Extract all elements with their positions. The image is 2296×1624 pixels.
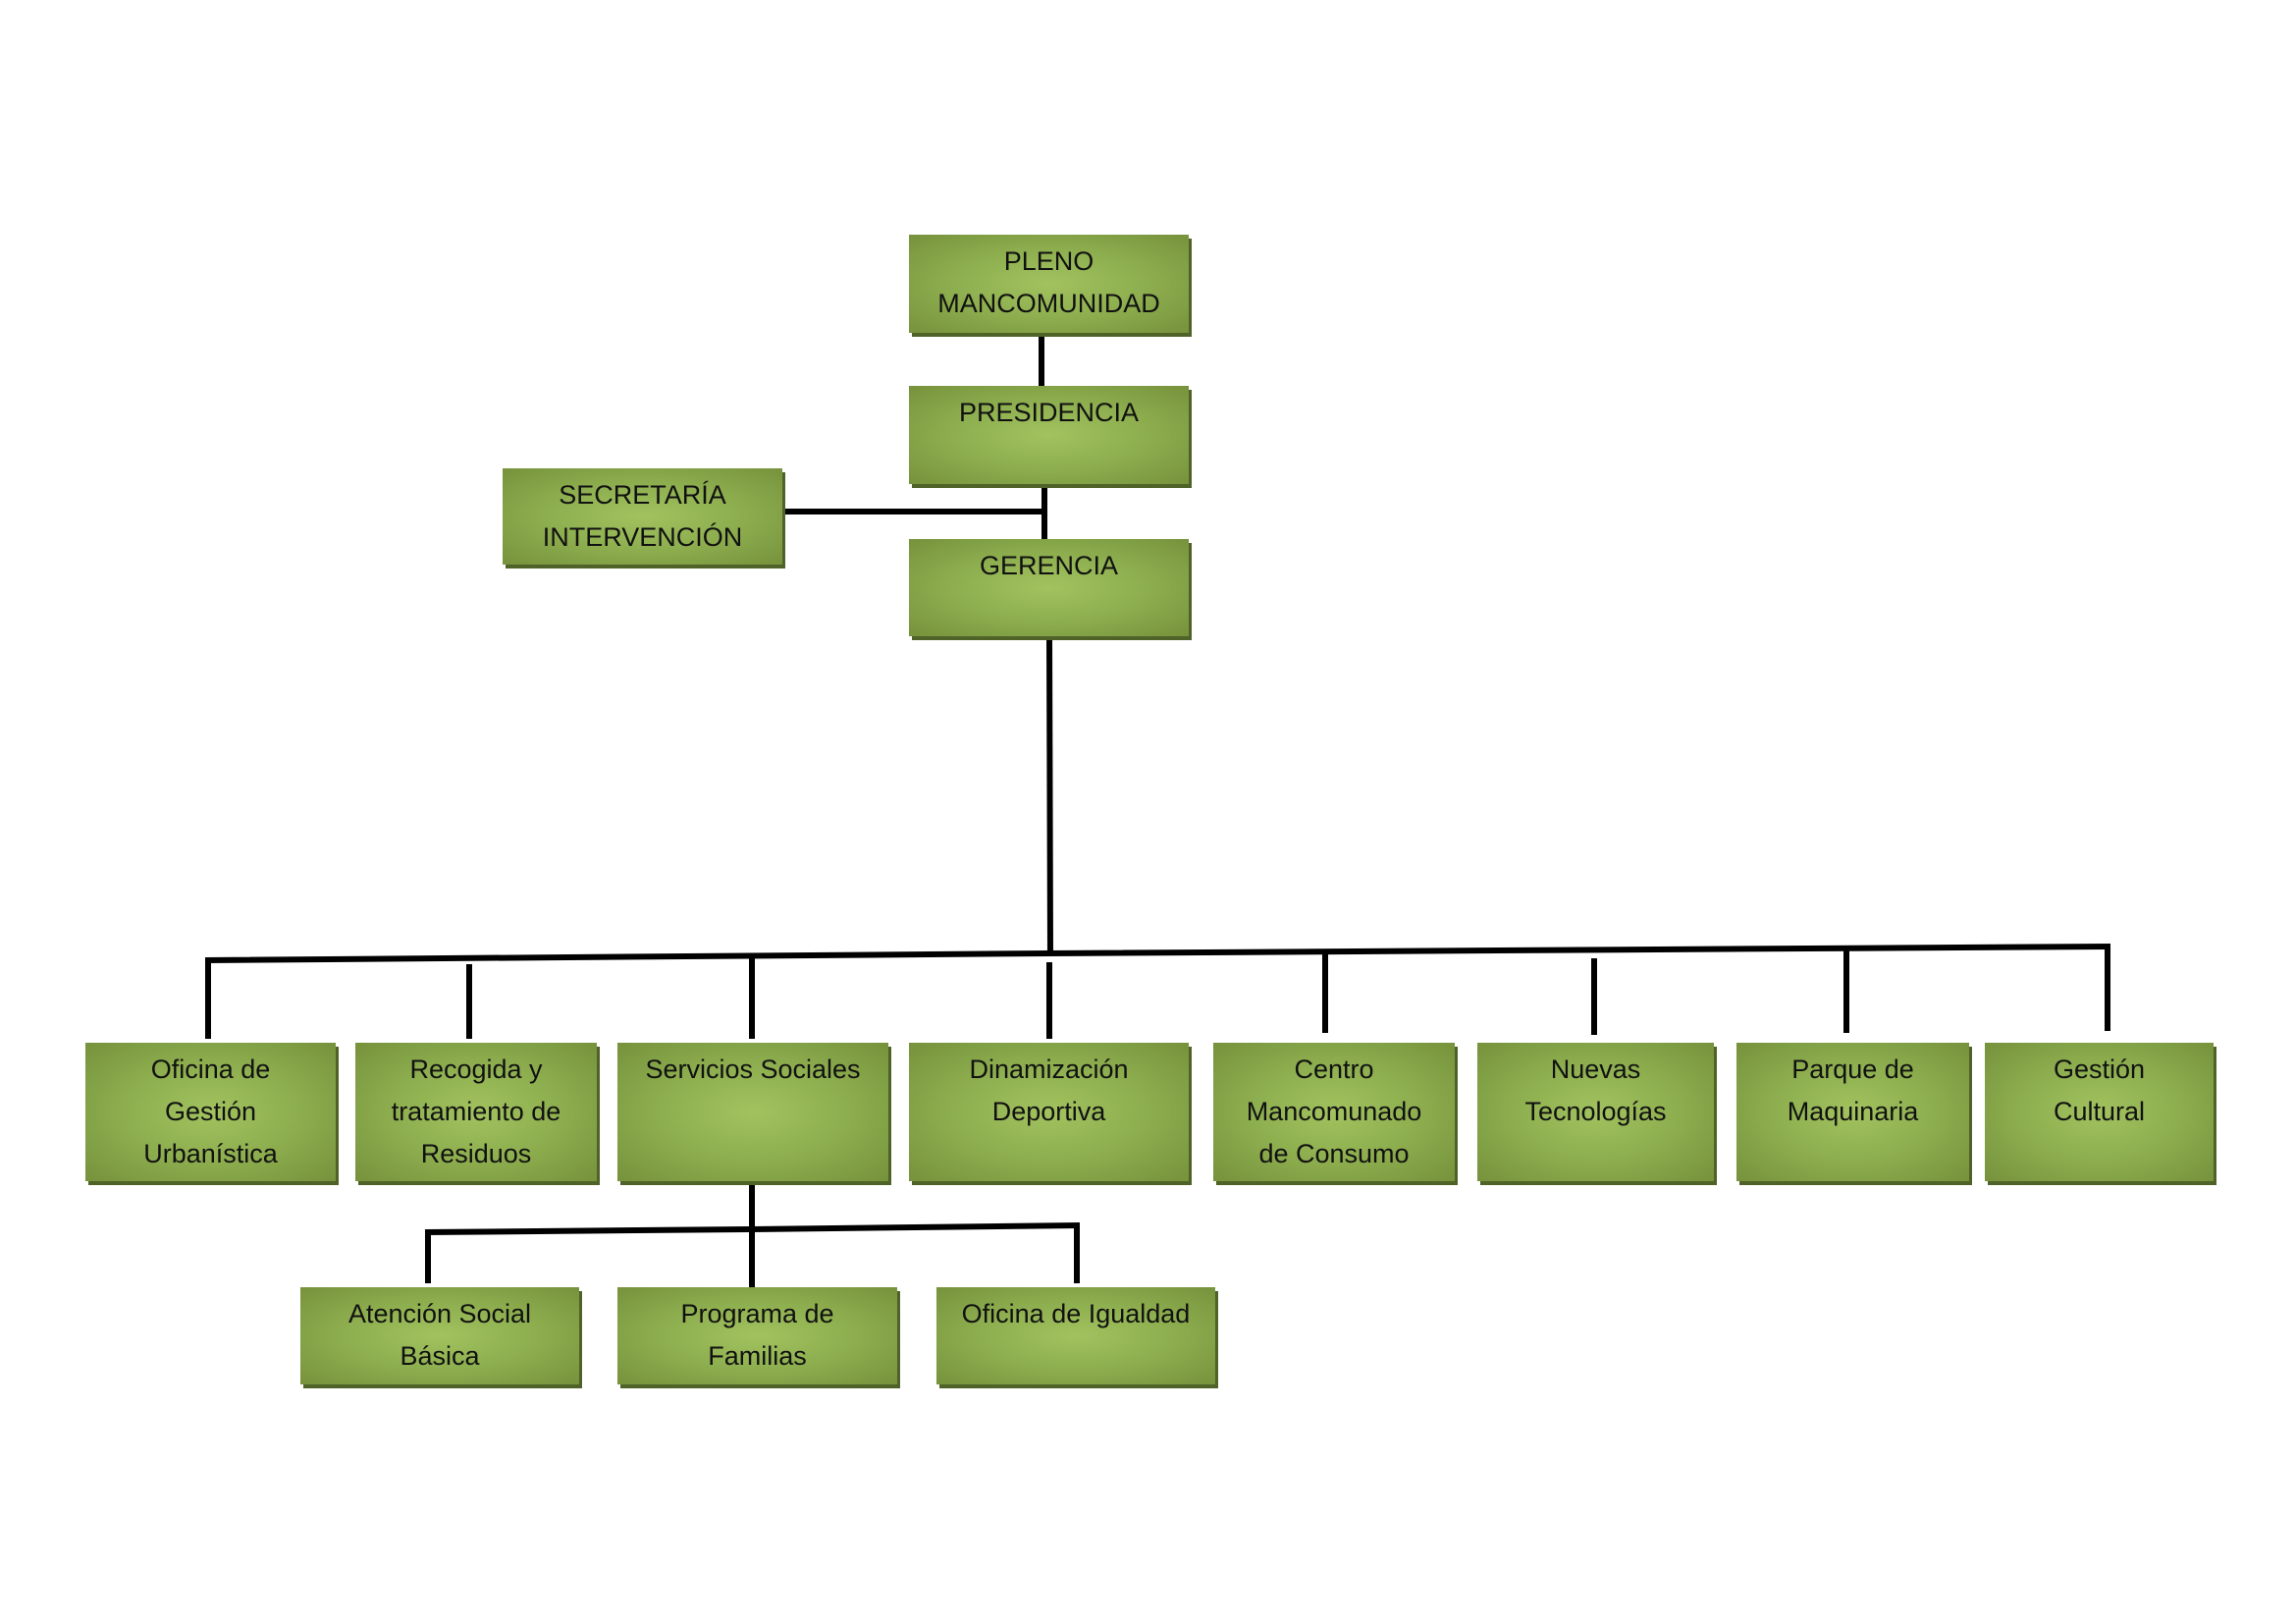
node-gestion-cultural: Gestión Cultural bbox=[1985, 1043, 2214, 1181]
node-label: SECRETARÍA bbox=[559, 480, 726, 510]
node-label: PLENO bbox=[1003, 246, 1095, 276]
node-recogida: Recogida y tratamiento de Residuos bbox=[355, 1043, 597, 1181]
node-label: Parque de bbox=[1791, 1055, 1914, 1084]
node-secretaria: SECRETARÍA INTERVENCIÓN bbox=[503, 468, 782, 565]
node-label: MANCOMUNIDAD bbox=[937, 289, 1160, 318]
node-parque-maquinaria: Parque de Maquinaria bbox=[1736, 1043, 1969, 1181]
connector-gerencia-down bbox=[1046, 633, 1053, 955]
node-presidencia: PRESIDENCIA bbox=[909, 386, 1189, 484]
node-label: Nuevas bbox=[1550, 1055, 1641, 1084]
node-label: Residuos bbox=[420, 1139, 532, 1168]
node-servicios-sociales: Servicios Sociales bbox=[617, 1043, 888, 1181]
node-label: GERENCIA bbox=[979, 551, 1119, 580]
node-label: de Consumo bbox=[1258, 1139, 1410, 1168]
node-atencion-social: Atención Social Básica bbox=[300, 1287, 579, 1384]
node-label: Mancomunado bbox=[1246, 1097, 1422, 1126]
node-label: Programa de bbox=[680, 1299, 834, 1328]
node-label: Familias bbox=[708, 1341, 807, 1371]
node-label: Tecnologías bbox=[1524, 1097, 1667, 1126]
node-label: Atención Social bbox=[347, 1299, 532, 1328]
node-label: Urbanística bbox=[143, 1139, 278, 1168]
node-pleno: PLENO MANCOMUNIDAD bbox=[909, 235, 1189, 333]
node-label: Oficina de Igualdad bbox=[961, 1299, 1191, 1328]
node-label: Recogida y bbox=[409, 1055, 543, 1084]
connector-departments-bus bbox=[204, 944, 2111, 963]
node-gerencia: GERENCIA bbox=[909, 539, 1189, 636]
node-label: Gestión bbox=[164, 1097, 257, 1126]
node-label: Deportiva bbox=[991, 1097, 1106, 1126]
node-label: Servicios Sociales bbox=[645, 1055, 861, 1084]
node-label: Dinamización bbox=[969, 1055, 1129, 1084]
node-label: Gestión bbox=[2053, 1055, 2146, 1084]
node-centro-consumo: Centro Mancomunado de Consumo bbox=[1213, 1043, 1455, 1181]
node-label: Maquinaria bbox=[1787, 1097, 1919, 1126]
node-oficina-gestion: Oficina de Gestión Urbanística bbox=[85, 1043, 336, 1181]
node-dinamizacion: Dinamización Deportiva bbox=[909, 1043, 1189, 1181]
node-label: Básica bbox=[400, 1341, 480, 1371]
node-label: Cultural bbox=[2053, 1097, 2146, 1126]
node-label: Centro bbox=[1294, 1055, 1374, 1084]
node-label: Oficina de bbox=[150, 1055, 271, 1084]
node-programa-familias: Programa de Familias bbox=[617, 1287, 897, 1384]
node-label: PRESIDENCIA bbox=[958, 398, 1140, 427]
node-label: tratamiento de bbox=[391, 1097, 561, 1126]
node-label: INTERVENCIÓN bbox=[542, 522, 743, 552]
node-nuevas-tecnologias: Nuevas Tecnologías bbox=[1477, 1043, 1714, 1181]
node-oficina-igualdad: Oficina de Igualdad bbox=[936, 1287, 1215, 1384]
